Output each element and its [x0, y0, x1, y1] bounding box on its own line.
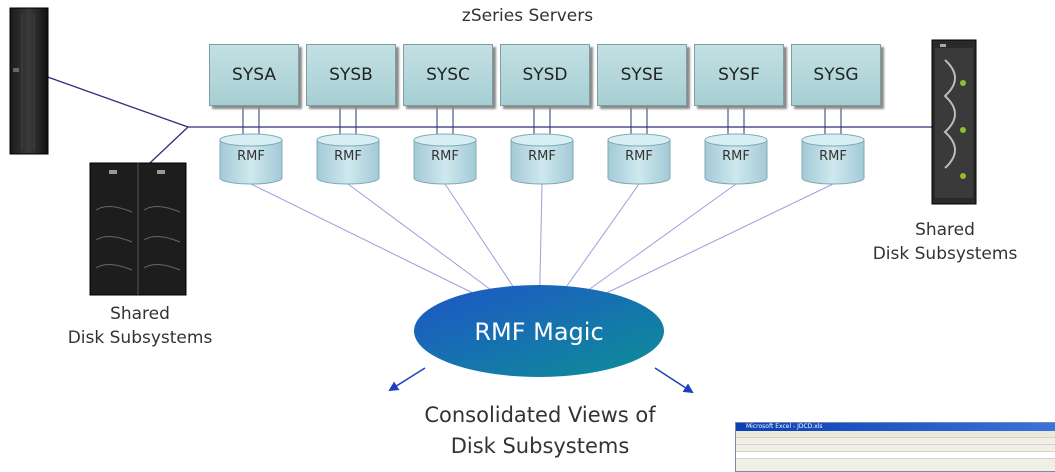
- server-box-sysb: SYSB: [306, 44, 396, 106]
- right-disk-subsystem-icon: [931, 39, 977, 205]
- right-storage-label: Shared Disk Subsystems: [845, 218, 1045, 266]
- left-storage-line2: Disk Subsystems: [67, 328, 213, 348]
- fan-line-sysb: [347, 183, 505, 301]
- server-box-sysd: SYSD: [500, 44, 590, 106]
- rmf-cylinder-icon: [316, 133, 380, 185]
- server-box-syse: SYSE: [597, 44, 687, 106]
- rmf-label-sysg: RMF: [819, 149, 847, 164]
- rmf-cylinder-icon: [219, 133, 283, 185]
- rmf-cylinder-icon: [607, 133, 671, 185]
- fan-line-sysc: [444, 183, 523, 301]
- mainframe-tower-icon: [9, 7, 49, 155]
- rmf-label-syse: RMF: [625, 149, 653, 164]
- output-label: Consolidated Views of Disk Subsystems: [380, 400, 700, 462]
- diagram-title: zSeries Servers: [461, 6, 594, 26]
- rmf-label-sysa: RMF: [237, 149, 265, 164]
- rmf-label-sysf: RMF: [722, 149, 750, 164]
- fan-line-sysg: [591, 183, 834, 301]
- fan-line-sysf: [574, 183, 737, 301]
- server-box-sysf: SYSF: [694, 44, 784, 106]
- rmf-label-sysc: RMF: [431, 149, 459, 164]
- rmf-cylinder-icon: [801, 133, 865, 185]
- rmf-label-sysd: RMF: [528, 149, 556, 164]
- right-storage-line2: Disk Subsystems: [872, 244, 1018, 264]
- rmf-cylinder-icon: [704, 133, 768, 185]
- rmf-agents: [219, 133, 865, 185]
- excel-toolbar-row: [736, 438, 1055, 445]
- excel-titlebar: Microsoft Excel - JDCD.xls: [736, 423, 1055, 431]
- server-box-sysg: SYSG: [791, 44, 881, 106]
- server-box-sysc: SYSC: [403, 44, 493, 106]
- output-line2: Disk Subsystems: [450, 434, 630, 458]
- output-line1: Consolidated Views of: [424, 403, 656, 427]
- server-box-sysa: SYSA: [209, 44, 299, 106]
- output-arrow-left: [388, 367, 426, 392]
- right-storage-line1: Shared: [915, 220, 975, 240]
- fan-line-sysa: [250, 183, 488, 301]
- excel-menu-row: [736, 431, 1055, 438]
- rmf-label-sysb: RMF: [334, 149, 362, 164]
- rmf-magic-label: RMF Magic: [474, 318, 604, 346]
- excel-screenshot-thumbnail: Microsoft Excel - JDCD.xls: [735, 422, 1055, 472]
- bus-link-mainframe: [41, 74, 189, 128]
- fan-line-sysd: [539, 183, 543, 301]
- excel-format-row: [736, 445, 1055, 452]
- excel-grid-row: [736, 452, 1055, 459]
- rmf-cylinder-icon: [413, 133, 477, 185]
- left-disk-subsystem-icon: [89, 162, 187, 296]
- rmf-magic-hub: [414, 285, 664, 377]
- left-storage-label: Shared Disk Subsystems: [40, 302, 240, 350]
- fan-line-syse: [556, 183, 640, 301]
- rmf-to-magic-links: [250, 183, 834, 301]
- left-storage-line1: Shared: [110, 304, 170, 324]
- rmf-cylinder-icon: [510, 133, 574, 185]
- output-arrow-right: [654, 367, 694, 394]
